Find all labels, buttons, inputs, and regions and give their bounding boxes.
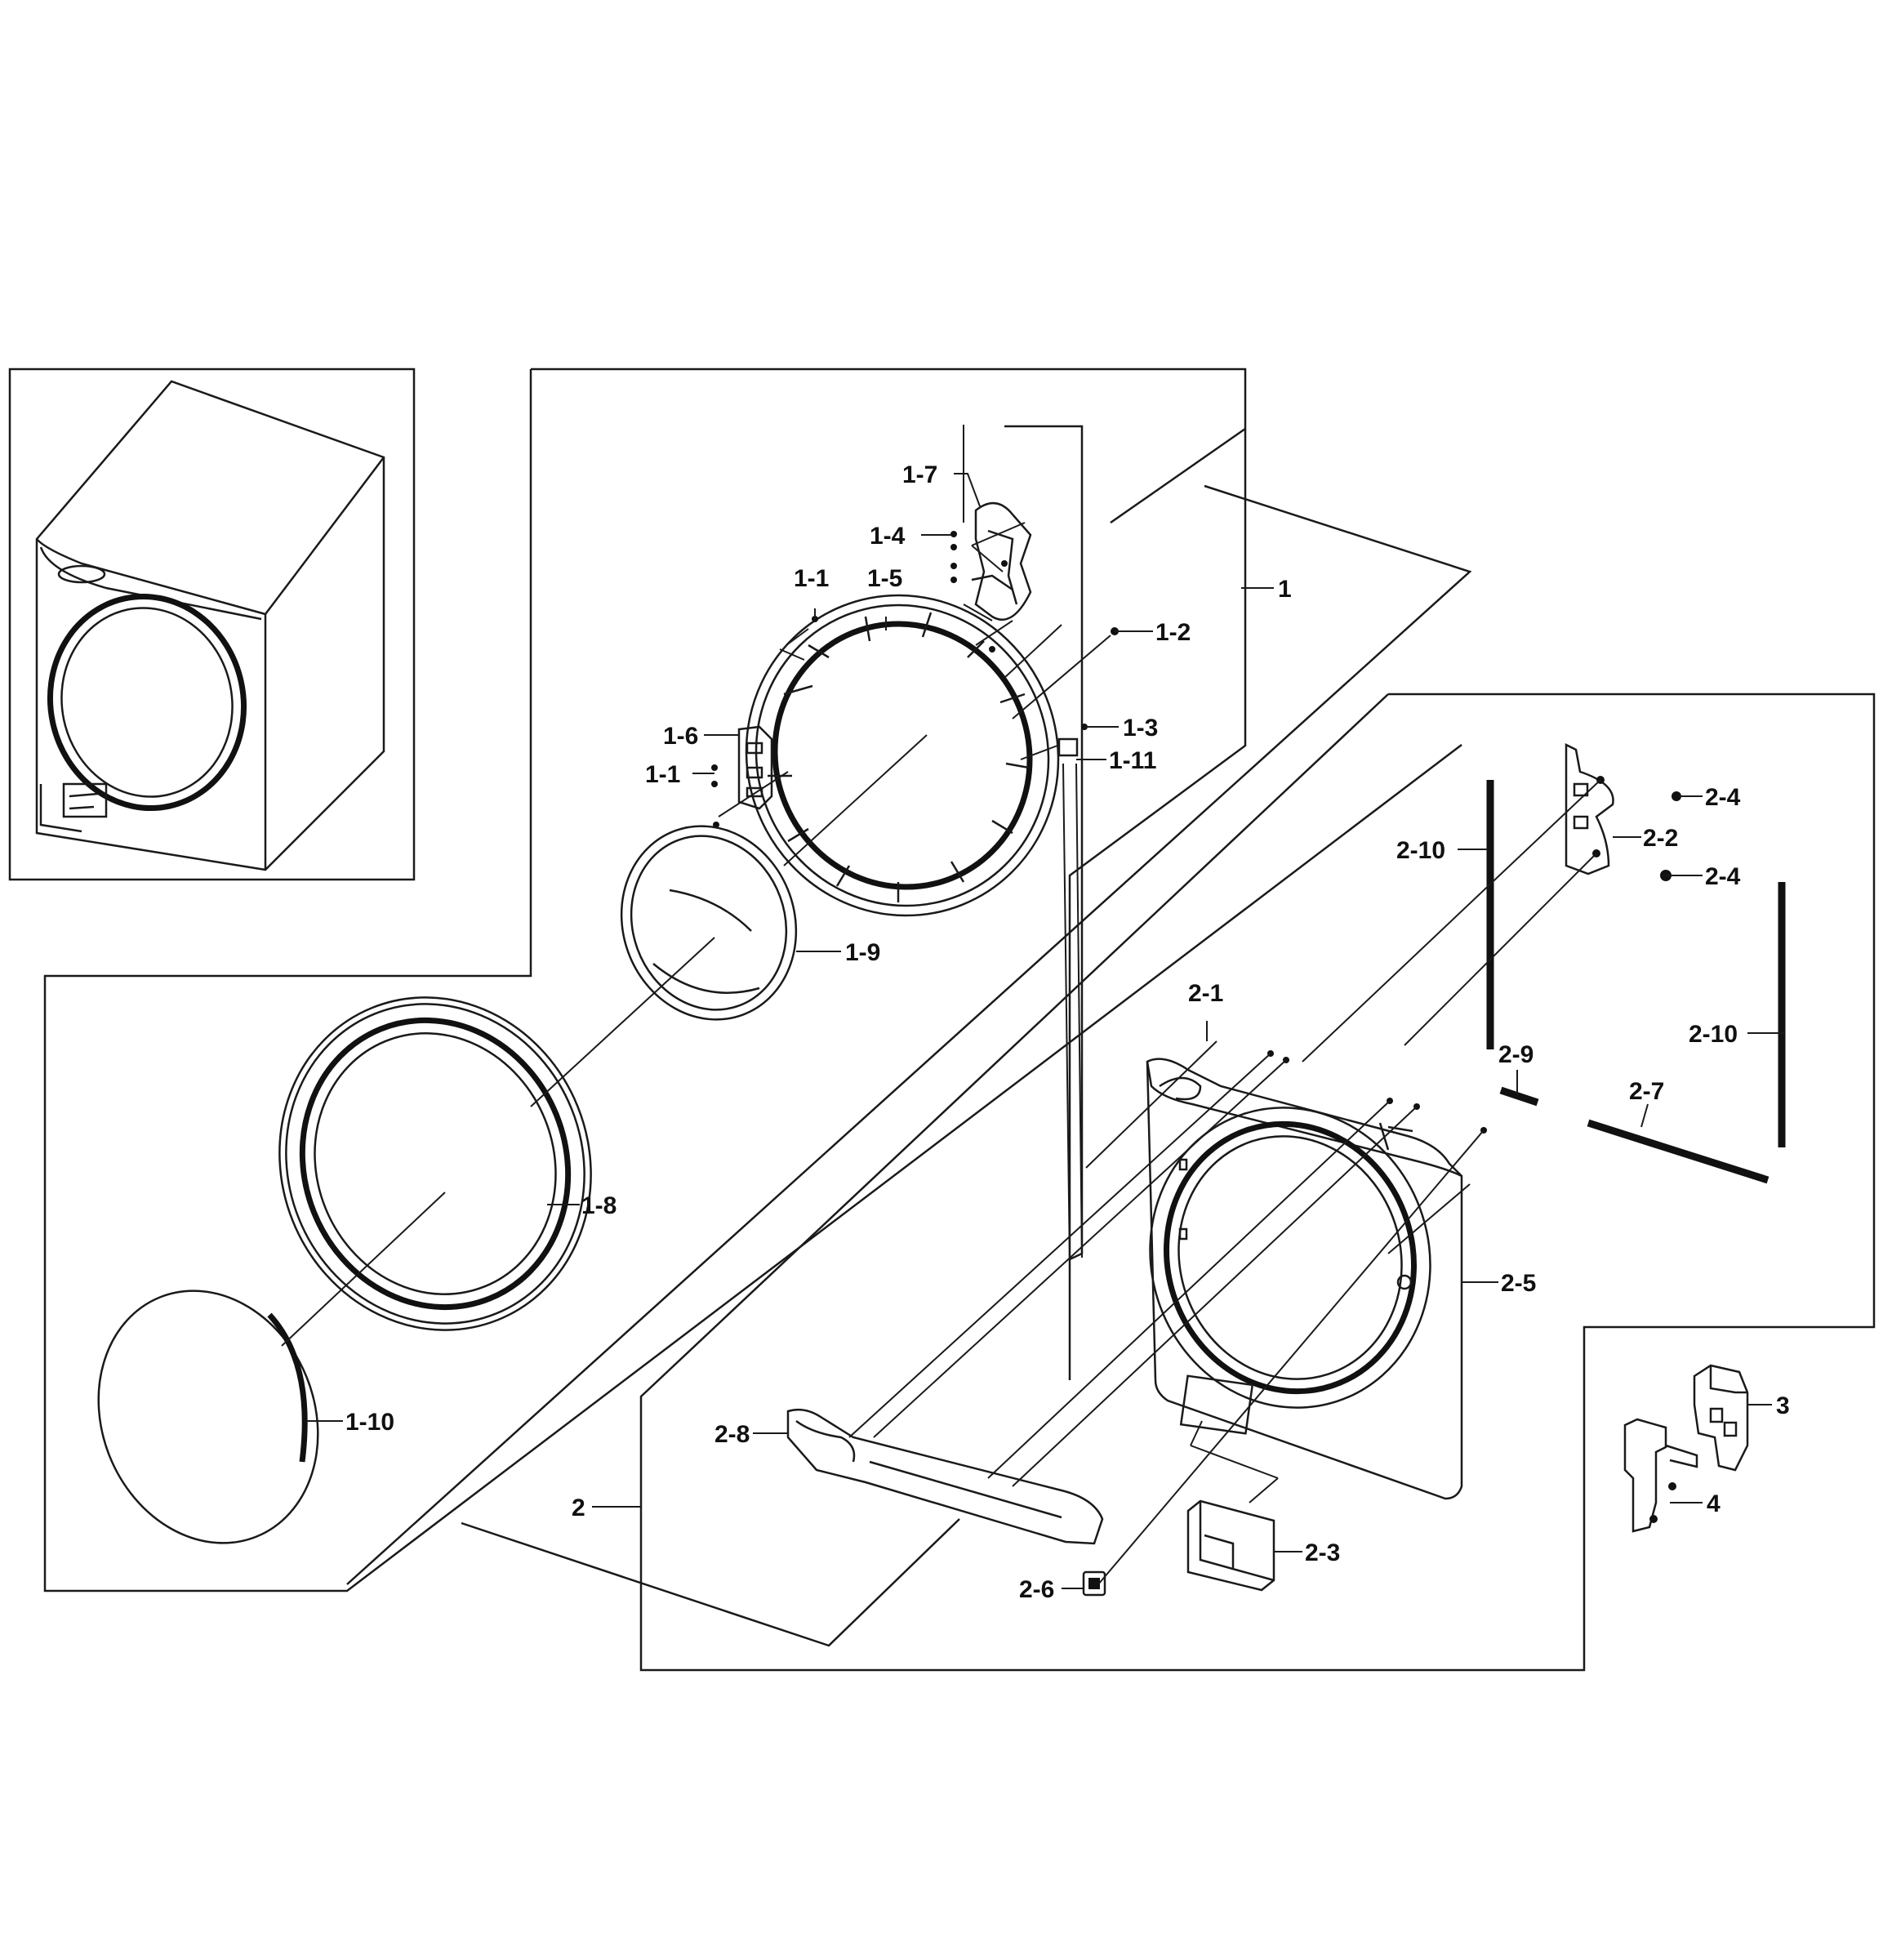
label-1-2: 1-2	[1155, 619, 1191, 646]
part-1-5-door-frame	[745, 594, 1060, 917]
label-1-7: 1-7	[902, 461, 937, 488]
part-1-11-latch	[1057, 724, 1088, 757]
label-1-10: 1-10	[345, 1409, 394, 1436]
part-4-lock	[1623, 1418, 1698, 1533]
label-1-1-bottom: 1-1	[645, 761, 680, 788]
part-1-8-door-ring	[278, 996, 592, 1331]
part-2-5-front-panel	[1146, 1050, 1487, 1500]
part-2-2-bracket	[1565, 742, 1614, 875]
label-1-5: 1-5	[867, 565, 902, 592]
part-3-switch	[1693, 1364, 1749, 1472]
label-3: 3	[1776, 1392, 1790, 1419]
part-2-7-strip	[1587, 1119, 1769, 1184]
label-2-4-top: 2-4	[1705, 784, 1741, 811]
part-1-9-glass-bowl	[620, 825, 798, 1021]
label-4: 4	[1707, 1490, 1721, 1517]
part-1-10-cover	[97, 1290, 319, 1544]
label-1: 1	[1278, 576, 1292, 603]
part-2-9-strip	[1499, 1086, 1539, 1107]
frame-assembly-2	[461, 693, 1876, 1672]
part-labels: 1 1-7 1-4 1-1 1-5 1-2 1-6 1-3 1-1 1-11 1…	[345, 461, 1790, 1603]
label-1-1-top: 1-1	[794, 565, 829, 592]
label-2-7: 2-7	[1629, 1078, 1664, 1105]
frame-assembly-1	[43, 368, 1472, 1592]
part-2-3-housing	[1186, 1499, 1275, 1592]
label-2-5: 2-5	[1501, 1270, 1536, 1297]
label-1-3: 1-3	[1123, 715, 1158, 742]
label-2-3: 2-3	[1305, 1539, 1340, 1566]
assembly-1-alignment-lines	[281, 425, 1111, 1347]
part-2-8-bottom-trim	[786, 1408, 1104, 1545]
label-1-9: 1-9	[845, 939, 880, 966]
label-2: 2	[572, 1494, 585, 1521]
assembly-2-alignment-lines	[848, 779, 1601, 1585]
part-1-7-hinge	[950, 502, 1032, 653]
label-2-10-left: 2-10	[1396, 837, 1445, 864]
part-2-6-clip	[1082, 1570, 1106, 1597]
label-2-1: 2-1	[1188, 980, 1223, 1007]
label-2-4-bottom: 2-4	[1705, 863, 1741, 890]
washer-overview-illustration	[35, 380, 385, 871]
label-1-6: 1-6	[663, 723, 698, 750]
label-2-10-right: 2-10	[1689, 1021, 1738, 1048]
callout-leaders	[306, 473, 1784, 1589]
label-1-11: 1-11	[1109, 747, 1156, 774]
label-1-8: 1-8	[581, 1192, 617, 1219]
frame-overview	[8, 368, 416, 881]
label-2-9: 2-9	[1498, 1041, 1534, 1068]
label-2-8: 2-8	[714, 1421, 750, 1448]
label-2-2: 2-2	[1643, 825, 1678, 852]
part-1-6-bracket	[711, 616, 818, 828]
label-1-4: 1-4	[870, 523, 906, 550]
label-2-6: 2-6	[1019, 1576, 1054, 1603]
